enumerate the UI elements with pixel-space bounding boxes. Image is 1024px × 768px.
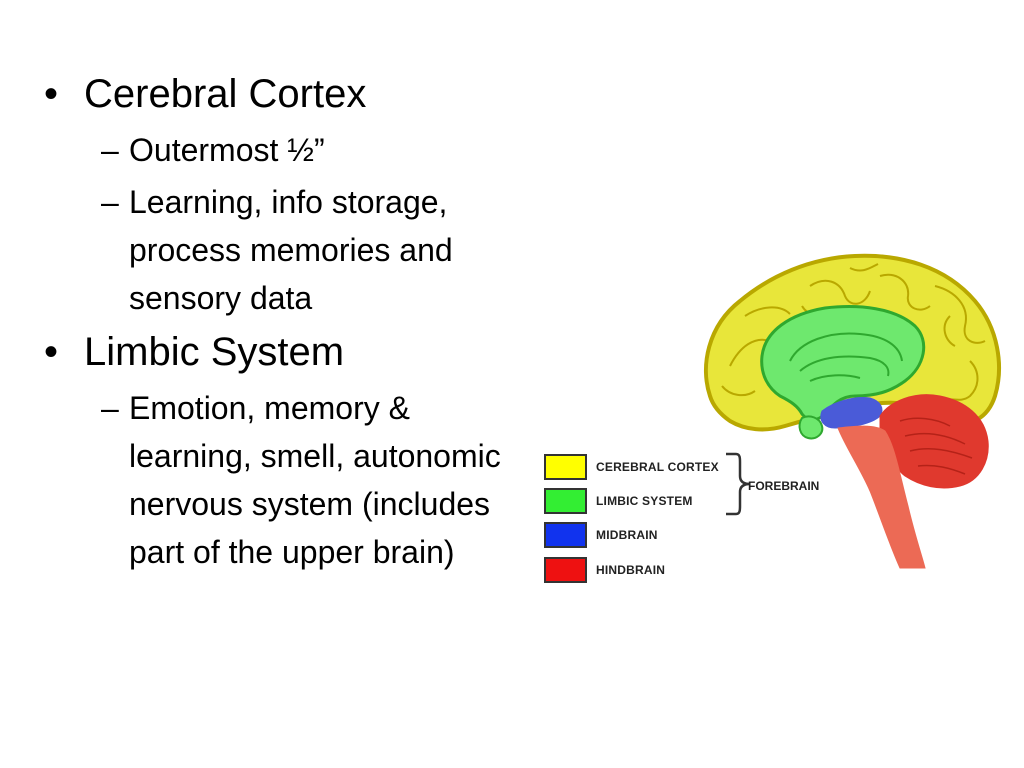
legend-label: LIMBIC SYSTEM (596, 494, 693, 508)
cerebellum-folds (899, 417, 973, 475)
bullet-list: • Cerebral Cortex – Outermost ½” – Learn… (44, 68, 514, 580)
legend-swatch (544, 522, 587, 548)
forebrain-label: FOREBRAIN (748, 479, 820, 493)
dash-glyph: – (101, 132, 119, 168)
limbic-contours (789, 332, 903, 382)
legend-item-cerebral-cortex: CEREBRAL CORTEX (544, 454, 744, 484)
legend-label: MIDBRAIN (596, 528, 658, 542)
legend-swatch (544, 454, 587, 480)
bullet-title: Cerebral Cortex (84, 72, 367, 116)
sub-bullet-text: Emotion, memory & learning, smell, auton… (129, 390, 501, 570)
bullet-title: Limbic System (84, 330, 345, 374)
bullet-glyph: • (44, 330, 59, 374)
sub-bullet-item: – Outermost ½” (44, 126, 514, 174)
brain-illustration (703, 253, 1001, 569)
legend-item-midbrain: MIDBRAIN (544, 522, 744, 552)
legend-item-limbic-system: LIMBIC SYSTEM (544, 488, 744, 518)
dash-glyph: – (101, 390, 119, 426)
sub-bullet-item: – Learning, info storage, process memori… (44, 178, 514, 322)
sub-bullet-item: – Emotion, memory & learning, smell, aut… (44, 384, 514, 576)
bullet-item-limbic-system: • Limbic System (44, 326, 514, 378)
sub-bullet-text: Outermost ½” (129, 132, 325, 168)
legend-swatch (544, 557, 587, 583)
limbic-system-region (760, 305, 926, 422)
bullet-item-cerebral-cortex: • Cerebral Cortex (44, 68, 514, 120)
legend-label: CEREBRAL CORTEX (596, 460, 719, 474)
bullet-glyph: • (44, 72, 59, 116)
brain-stem-region (837, 425, 926, 569)
brain-diagram: CEREBRAL CORTEX LIMBIC SYSTEM MIDBRAIN H… (540, 246, 1010, 586)
legend-label: HINDBRAIN (596, 563, 666, 577)
legend-item-hindbrain: HINDBRAIN (544, 557, 744, 587)
legend-swatch (544, 488, 587, 514)
limbic-amygdala (798, 415, 824, 440)
dash-glyph: – (101, 184, 119, 220)
forebrain-bracket (726, 452, 751, 516)
sub-bullet-text: Learning, info storage, process memories… (129, 184, 453, 316)
